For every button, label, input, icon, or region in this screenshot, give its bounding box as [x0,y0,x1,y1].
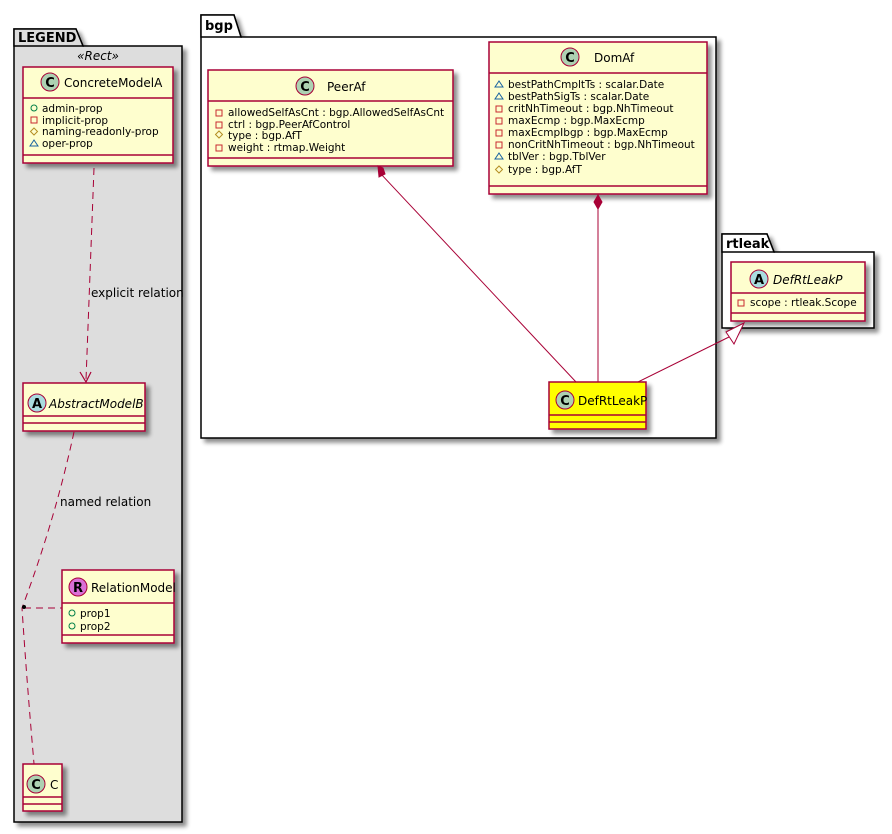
attribute: prop1 [80,608,111,620]
inheritance-triangle-icon [725,321,746,346]
relation-inheritance [637,321,746,383]
private-icon [495,105,503,113]
class-c-letter: C [31,778,41,793]
class-c-circle-icon [295,76,315,96]
package-legend-stereotype: «Rect» [77,49,119,63]
package-icon [494,152,504,160]
composition-diamond-icon [593,193,603,211]
class-a-letter: A [32,397,42,412]
private-icon [215,121,223,129]
class-abstract-model-b[interactable]: A AbstractModelB [22,382,146,432]
package-bgp-title: bgp [205,19,233,34]
private-icon [30,116,38,124]
public-icon [68,622,76,630]
relation-label: named relation [60,495,151,509]
package-legend-title: LEGEND [18,31,77,46]
relation-explicit: explicit relation [79,167,184,384]
attribute: maxEcmpIbgp : bgp.MaxEcmp [508,127,668,139]
class-name: RelationModel [91,581,176,595]
private-icon [495,129,503,137]
class-relation-model[interactable]: R RelationModel prop1 prop2 [61,569,176,644]
attribute: scope : rtleak.Scope [750,297,857,309]
attribute: implicit-prop [42,115,108,127]
attribute: admin-prop [42,103,103,115]
public-icon [30,104,38,112]
class-name: AbstractModelB [48,397,144,411]
class-c-letter: C [560,394,570,409]
private-icon [737,299,745,307]
abstract-a-circle-icon [27,393,47,413]
class-peer-af[interactable]: C PeerAf allowedSelfAsCnt : bgp.AllowedS… [207,69,454,167]
attribute: nonCritNhTimeout : bgp.NhTimeout [508,139,695,151]
attribute: oper-prop [42,138,93,150]
class-name: DefRtLeakP [578,394,647,408]
attribute: naming-readonly-prop [42,126,159,138]
abstract-a-circle-icon [749,269,769,289]
class-def-rt-leak-p-rtleak[interactable]: A DefRtLeakP scope : rtleak.Scope [730,261,866,322]
attribute: ctrl : bgp.PeerAfControl [228,119,350,131]
relation-label: explicit relation [91,286,184,300]
package-legend-tab [13,28,85,47]
attribute: maxEcmp : bgp.MaxEcmp [508,115,645,127]
private-icon [215,144,223,152]
relation-composition-domaf [593,193,603,382]
composition-diamond-icon [377,165,386,178]
attribute: allowedSelfAsCnt : bgp.AllowedSelfAsCnt [228,107,444,119]
attribute: tblVer : bgp.TblVer [508,151,606,163]
attribute: bestPathSigTs : scalar.Date [508,91,649,103]
attribute: critNhTimeout : bgp.NhTimeout [508,103,673,115]
package-icon [494,92,504,100]
class-name: ConcreteModelA [64,76,163,90]
arrow-head-icon [79,371,92,384]
private-icon [495,141,503,149]
protected-icon [494,165,504,174]
attribute: weight : rtmap.Weight [228,142,345,154]
relation-r-circle-icon [68,577,88,597]
attribute-list: admin-prop implicit-prop naming-readonly… [29,103,159,150]
protected-icon [214,130,224,139]
class-name: DefRtLeakP [773,273,843,287]
package-rtleak-tab [721,233,776,253]
attribute: bestPathCmpltTs : scalar.Date [508,79,664,91]
private-icon [215,109,223,117]
class-name: C [50,778,58,792]
relation-composition-peeraf [377,165,577,383]
class-name: PeerAf [327,80,366,94]
class-name: DomAf [594,51,635,65]
class-a-letter: A [754,273,764,288]
class-c-circle-icon [40,72,60,92]
attribute: type : bgp.AfT [508,164,583,176]
class-c-circle-icon [560,47,580,67]
public-icon [68,609,76,617]
class-dom-af[interactable]: C DomAf bestPathCmpltTs : scalar.Date be… [488,41,708,195]
class-c-letter: C [45,76,55,91]
class-c-letter: C [565,51,575,66]
attribute: prop2 [80,621,111,633]
package-icon [494,80,504,88]
protected-icon [29,127,39,136]
class-concrete-model-a[interactable]: C ConcreteModelA admin-prop implicit-pro… [22,66,174,164]
class-c[interactable]: C C [22,763,63,812]
class-c-letter: C [300,80,310,95]
package-icon [29,139,39,147]
package-bgp-tab [200,14,243,38]
class-c-circle-icon [555,390,575,410]
class-r-letter: R [73,581,83,596]
package-rtleak-title: rtleak [726,237,770,252]
class-c-circle-icon [26,774,46,794]
attribute: type : bgp.AfT [228,130,303,142]
class-def-rt-leak-p-bgp[interactable]: C DefRtLeakP [548,381,647,430]
junction-dot-icon [22,605,26,609]
private-icon [495,117,503,125]
